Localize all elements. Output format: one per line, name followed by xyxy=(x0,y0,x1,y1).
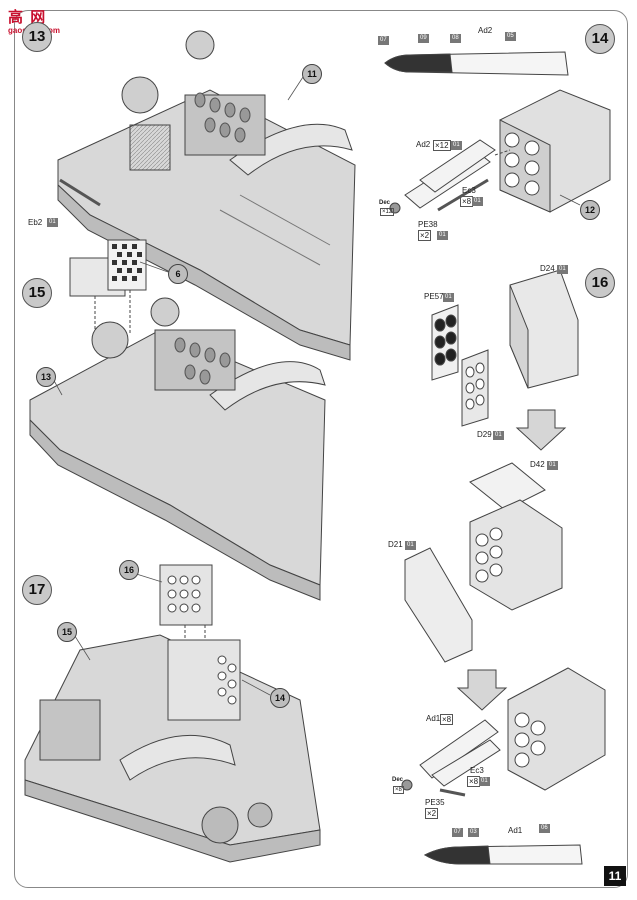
step-number-13: 13 xyxy=(22,22,52,52)
callout-13: 13 xyxy=(36,367,56,387)
paint-tag: 06 xyxy=(539,824,550,833)
part-label-ad2-x12: Ad2 xyxy=(416,140,431,149)
part-label-d21: D21 xyxy=(388,540,403,549)
part-label-pe57: PE57 xyxy=(424,292,444,301)
callout-11: 11 xyxy=(302,64,322,84)
paint-tag: 03 xyxy=(468,828,479,837)
callout-12: 12 xyxy=(580,200,600,220)
part-label-ad1: Ad1 xyxy=(508,826,523,835)
paint-tag: 01 xyxy=(547,461,558,470)
part-label-ec3-b: Ec3 xyxy=(470,766,484,775)
paint-tag: 01 xyxy=(443,293,454,302)
part-label-eb2: Eb2 xyxy=(28,218,43,227)
quantity-badge: ×8 xyxy=(440,714,454,725)
part-label-pe38: PE38 xyxy=(418,220,438,229)
quantity-badge: ×12 xyxy=(433,140,451,151)
shell-drawing-ad2 xyxy=(384,51,569,76)
part-label-ad2: Ad2 xyxy=(478,26,493,35)
paint-tag: 01 xyxy=(479,777,490,786)
paint-tag: 01 xyxy=(405,541,416,550)
paint-tag: 05 xyxy=(505,32,516,41)
part-label-decal: Dec xyxy=(379,200,391,206)
step-number-17: 17 xyxy=(22,575,52,605)
hull-drawing-step13 xyxy=(57,30,356,361)
callout-14: 14 xyxy=(270,688,290,708)
ammo-box-drawing-step14 xyxy=(389,89,611,214)
quantity-badge: ×2 xyxy=(425,808,439,819)
paint-tag: 01 xyxy=(47,218,58,227)
part-label-d29: D29 xyxy=(477,430,492,439)
paint-tag: 07 xyxy=(378,36,389,45)
part-label-ad1-x8: Ad1 xyxy=(426,714,441,723)
paint-tag: 07 xyxy=(452,828,463,837)
quantity-badge: ×12 xyxy=(380,208,395,216)
part-label-d42: D42 xyxy=(530,460,545,469)
box-assembly-drawing-step16 xyxy=(401,269,606,797)
shell-drawing-ad1 xyxy=(423,844,583,865)
part-label-pe35: PE35 xyxy=(425,798,445,807)
quantity-badge: ×8 xyxy=(393,786,404,794)
step-number-16: 16 xyxy=(585,268,615,298)
quantity-badge: ×2 xyxy=(418,230,432,241)
paint-tag: 08 xyxy=(450,34,461,43)
callout-16: 16 xyxy=(119,560,139,580)
step-number-15: 15 xyxy=(22,278,52,308)
callout-15: 15 xyxy=(57,622,77,642)
hull-drawing-step17 xyxy=(24,564,321,863)
callout-6: 6 xyxy=(168,264,188,284)
paint-tag: 01 xyxy=(472,197,483,206)
paint-tag: 01 xyxy=(437,231,448,240)
paint-tag: 01 xyxy=(451,141,462,150)
part-label-ec3: Ec3 xyxy=(462,186,476,195)
page-number: 11 xyxy=(604,866,626,886)
paint-tag: 01 xyxy=(557,265,568,274)
part-label-d24: D24 xyxy=(540,264,555,273)
watermark-title: 高 网 xyxy=(8,8,47,26)
step-number-14: 14 xyxy=(585,24,615,54)
page-frame xyxy=(14,10,628,888)
hull-drawing-step15 xyxy=(29,239,326,601)
part-label-decal-b: Dec xyxy=(392,777,404,783)
paint-tag: 01 xyxy=(493,431,504,440)
paint-tag: 09 xyxy=(418,34,429,43)
